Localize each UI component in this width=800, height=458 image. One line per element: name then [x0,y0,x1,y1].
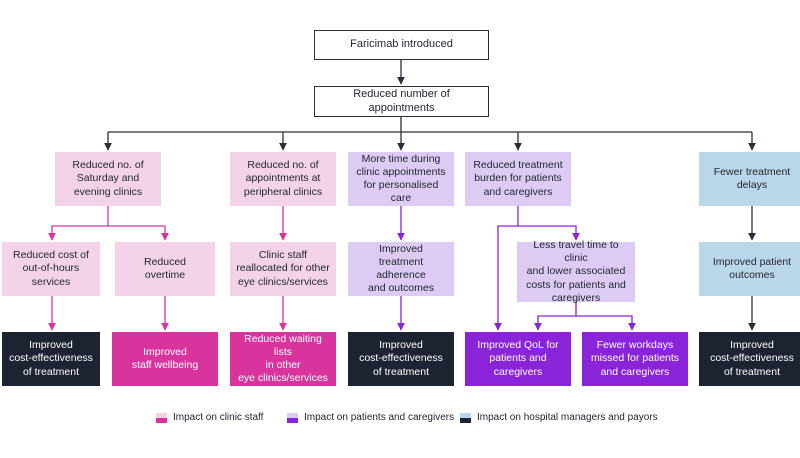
legend-label: Impact on hospital managers and payors [477,412,658,423]
arrow-b4-work [576,315,636,331]
reduced-cost-box: Reduced cost of out-of-hours services [2,242,100,296]
fewer-delays-box: Fewer treatment delays [699,152,800,206]
legend-clinic-staff: Impact on clinic staff [156,412,263,423]
cost-effectiveness-box-3: Improved cost-effectiveness of treatment [699,332,800,386]
improved-qol-box: Improved QoL for patients and caregivers [465,332,571,386]
reduced-overtime-box: Reduced overtime [115,242,215,296]
line-b4-split [494,206,519,331]
line-b1-split-right [108,225,169,241]
treatment-burden-box: Reduced treatment burden for patients an… [465,152,571,206]
line-b4-mid-split [534,302,577,331]
saturday-evening-clinics-box: Reduced no. of Saturday and evening clin… [55,152,161,206]
fewer-workdays-box: Fewer workdays missed for patients and c… [582,332,688,386]
staff-reallocated-box: Clinic staff reallocated for other eye c… [230,242,336,296]
legend-swatch [460,412,471,423]
less-travel-box: Less travel time to clinic and lower ass… [517,239,635,304]
cost-effectiveness-box-2: Improved cost-effectiveness of treatment [348,332,454,386]
legend-patients-caregivers: Impact on patients and caregivers [287,412,454,423]
improved-patient-outcomes-box: Improved patient outcomes [699,242,800,296]
waiting-lists-box: Reduced waiting lists in other eye clini… [230,332,336,386]
reduced-appointments-box: Reduced number of appointments [314,86,489,117]
legend-label: Impact on patients and caregivers [304,412,455,423]
legend-swatch [156,412,167,423]
peripheral-clinics-box: Reduced no. of appointments at periphera… [230,152,336,206]
personalised-care-box: More time during clinic appointments for… [348,152,454,206]
faricimab-introduced-box: Faricimab introduced [314,30,489,60]
treatment-adherence-box: Improved treatment adherence and outcome… [348,242,454,296]
staff-wellbeing-box: Improved staff wellbeing [112,332,218,386]
legend-swatch [287,412,298,423]
cost-effectiveness-box-1: Improved cost-effectiveness of treatment [2,332,100,386]
line-b1-split [48,206,109,241]
arrow-b4-mid [518,225,580,241]
legend-managers-payors: Impact on hospital managers and payors [460,412,658,423]
legend-label: Impact on clinic staff [173,412,264,423]
